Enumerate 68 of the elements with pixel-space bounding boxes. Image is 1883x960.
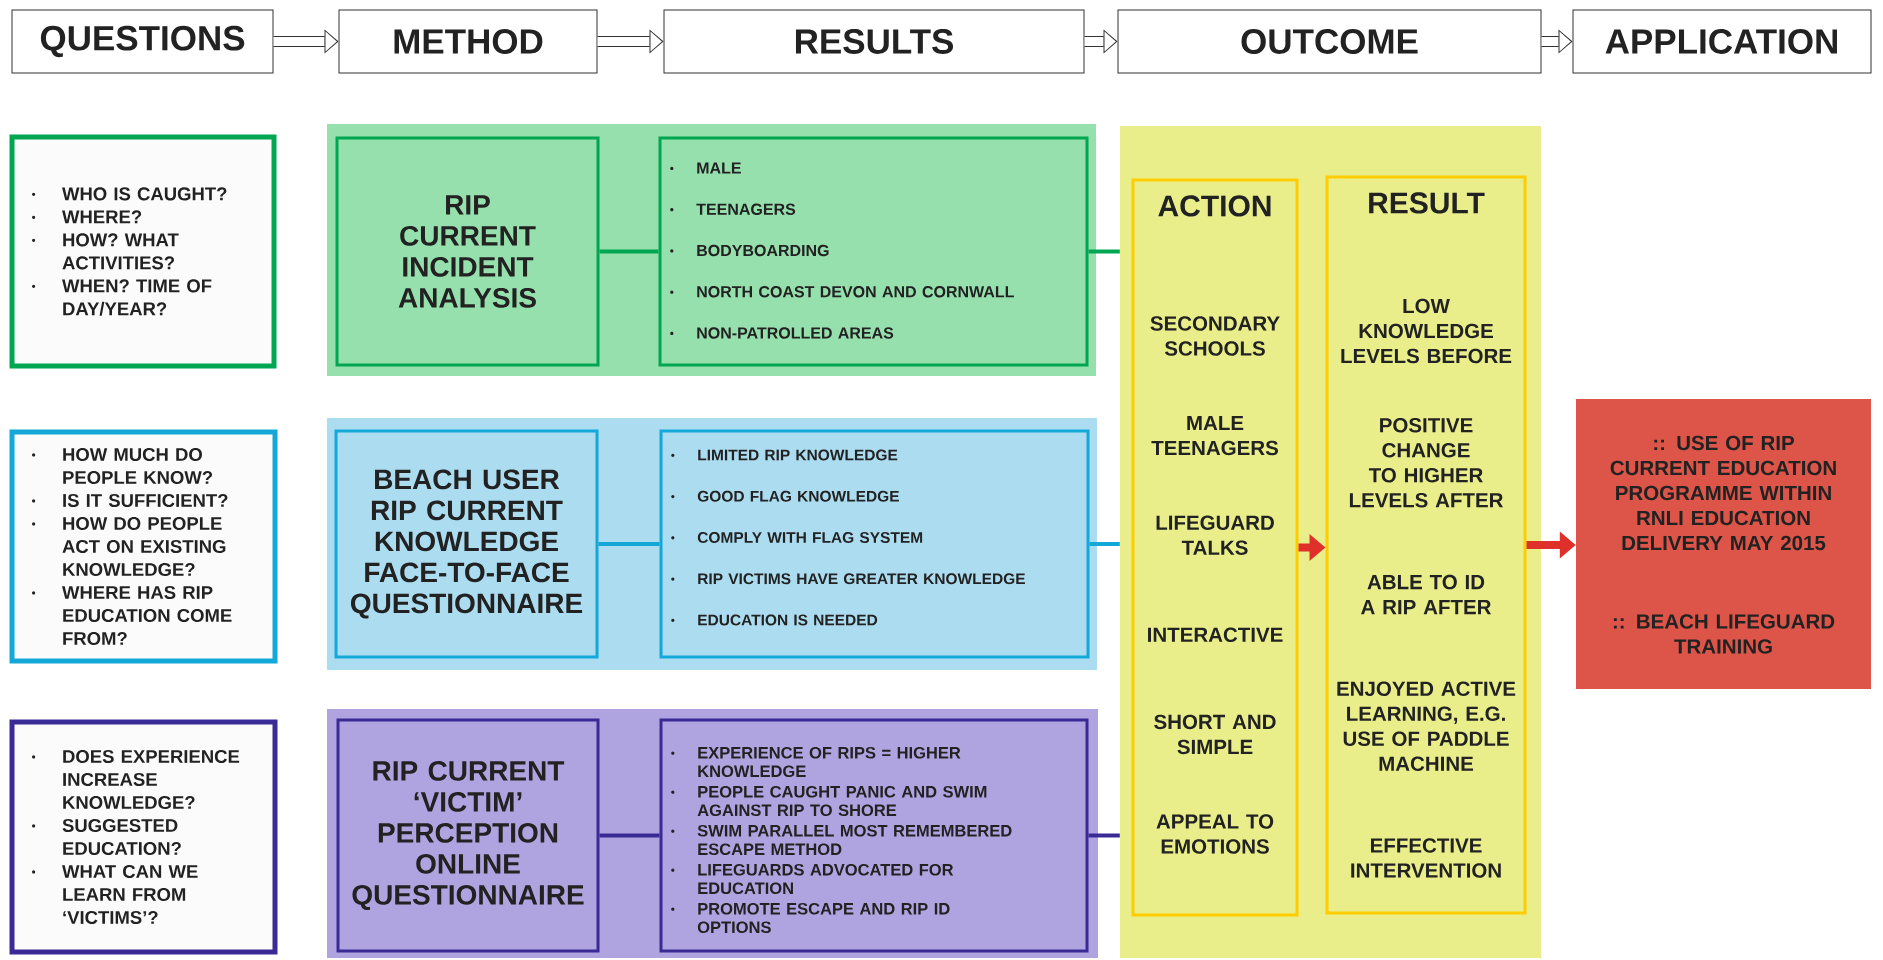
outcome-item: ENJOYED ACTIVE LEARNING, E.G. USE OF PADDLE MACHINE [1337,681,1516,771]
method-box: BEACH USER RIP CURRENT KNOWLEDGE FACE-TO-FACE QUESTIONNAIRE [334,429,599,659]
connector-line [1088,249,1120,254]
question-box [9,429,278,664]
list-item: HOW MUCH DO PEOPLE KNOW? [32,447,213,485]
list-item: EXPERIENCE OF RIPS = HIGHER KNOWLEDGE [671,746,961,778]
list-item: IS IT SUFFICIENT? [32,493,228,508]
list-item: PEOPLE CAUGHT PANIC AND SWIM AGAINST RIP TO SHORE [671,785,987,817]
list-item: WHEN? TIME OF DAY/YEAR? [32,279,212,316]
arrow [273,30,339,53]
list-item: MALE [670,162,741,174]
connector-line [1089,542,1120,546]
list-item: SWIM PARALLEL MOST REMEMBERED ESCAPE METHOD [671,824,1012,856]
arrow [1084,30,1118,53]
results-box [658,136,1089,367]
outcome-item: INTERACTIVE [1148,627,1283,643]
list-item: DOES EXPERIENCE INCREASE KNOWLEDGE? [32,749,240,810]
outcome-item: SECONDARY SCHOOLS [1150,316,1280,356]
list-item: EDUCATION IS NEEDED [671,614,878,626]
outcome-column [1131,178,1299,917]
stage-header: QUESTIONS [11,9,274,74]
outcome-column [1325,175,1527,915]
outcome-item: SHORT AND SIMPLE [1154,714,1276,755]
application-box [1576,399,1871,689]
stage-header: METHOD [338,9,598,74]
list-item: LIFEGUARDS ADVOCATED FOR EDUCATION [671,863,954,895]
arrow [597,30,664,53]
stage-header: RESULTS [663,9,1085,74]
list-item: GOOD FLAG KNOWLEDGE [671,490,899,502]
column-heading: ACTION [1158,195,1271,217]
outcome-item: EFFECTIVE INTERVENTION [1351,838,1501,878]
connector-line [599,833,660,838]
outcome-item: APPEAL TO EMOTIONS [1156,814,1274,854]
list-item: SUGGESTED EDUCATION? [32,818,181,856]
list-item: WHERE? [32,210,142,224]
list-item: NON-PATROLLED AREAS [670,327,894,339]
outcome-item: ABLE TO ID A RIP AFTER [1361,574,1492,615]
application-item: :: USE OF RIP CURRENT EDUCATION PROGRAMME WITHIN RNLI EDUCATION DELIVERY MAY 2015 [1610,435,1836,551]
list-item: WHO IS CAUGHT? [32,187,227,201]
list-item: PROMOTE ESCAPE AND RIP ID OPTIONS [671,902,950,934]
method-box: RIP CURRENT INCIDENT ANALYSIS [335,136,600,367]
connector-line [1088,833,1120,838]
list-item: TEENAGERS [670,203,796,215]
outcome-item: POSITIVE CHANGE TO HIGHER LEVELS AFTER [1349,418,1504,508]
stage-header: OUTCOME [1117,9,1542,74]
results-box [659,429,1090,659]
outcome-item: LOW KNOWLEDGE LEVELS BEFORE [1341,298,1512,364]
outcome-item: MALE TEENAGERS [1151,415,1278,456]
method-box: RIP CURRENT ‘VICTIM’ PERCEPTION ONLINE QUESTIONNAIRE [336,718,600,953]
question-box [9,134,277,369]
list-item: WHERE HAS RIP EDUCATION COME FROM? [32,585,232,646]
connector-line [599,249,659,254]
list-item: WHAT CAN WE LEARN FROM ‘VICTIMS’? [32,864,198,925]
list-item: RIP VICTIMS HAVE GREATER KNOWLEDGE [671,573,1025,585]
list-item: BODYBOARDING [670,244,829,257]
stage-header: APPLICATION [1572,9,1872,74]
results-box [659,718,1089,953]
list-item: HOW DO PEOPLE ACT ON EXISTING KNOWLEDGE? [32,516,226,577]
application-item: :: BEACH LIFEGUARD TRAINING [1613,614,1835,654]
list-item: HOW? WHAT ACTIVITIES? [32,233,179,270]
list-item: LIMITED RIP KNOWLEDGE [671,449,898,461]
question-box [9,719,278,955]
connector-line [598,542,660,546]
list-item: COMPLY WITH FLAG SYSTEM [671,532,923,543]
list-item: NORTH COAST DEVON AND CORNWALL [670,286,1014,298]
column-heading: RESULT [1369,192,1485,214]
outcome-item: LIFEGUARD TALKS [1156,515,1274,555]
arrow [1541,30,1573,53]
